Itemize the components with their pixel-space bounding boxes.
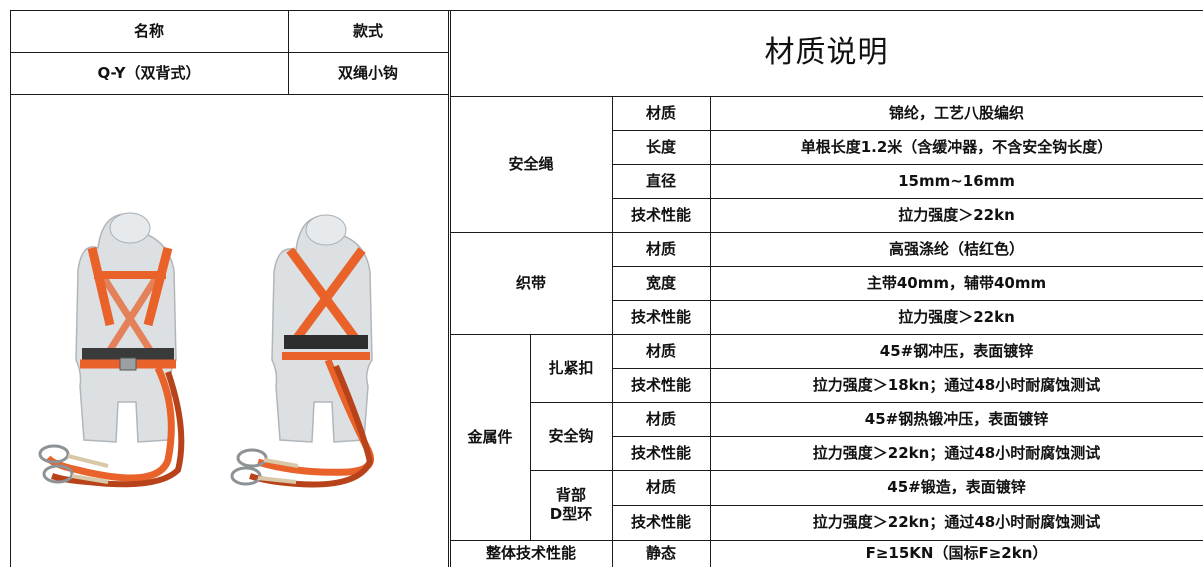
header-style-label: 款式 [352, 21, 383, 40]
subgroup-label-dring: 背部 D型环 [530, 470, 612, 540]
grid-line [10, 10, 1203, 11]
grid-line [612, 164, 1203, 165]
grid-line [612, 368, 1203, 369]
header-style-value: 双绳小钩 [337, 63, 398, 82]
row-value: 拉力强度＞22kn [898, 307, 1015, 326]
row-attr: 宽度 [645, 273, 676, 292]
grid-line [450, 334, 1203, 335]
row-value: 拉力强度＞22kn；通过48小时耐腐蚀测试 [812, 443, 1101, 462]
header-name-label: 名称 [133, 21, 164, 40]
row-attr: 技术性能 [630, 307, 691, 326]
row-attr: 材质 [645, 103, 676, 122]
grid-line [448, 10, 449, 567]
grid-line [450, 232, 1203, 233]
row-attr: 技术性能 [630, 205, 691, 224]
grid-line [450, 10, 451, 567]
subgroup-label-dring-line1: 背部 [555, 486, 586, 504]
grid-line [10, 94, 448, 95]
grid-line [612, 505, 1203, 506]
row-attr: 技术性能 [630, 375, 691, 394]
row-value: 拉力强度＞22kn [898, 205, 1015, 224]
grid-line [710, 96, 711, 567]
row-attr: 材质 [645, 478, 676, 496]
row-attr: 静态 [645, 544, 676, 562]
grid-line [530, 334, 531, 540]
row-value: 锦纶，工艺八股编织 [888, 103, 1024, 122]
grid-line [450, 96, 1203, 97]
row-value: 高强涤纶（桔红色） [888, 239, 1024, 258]
group-label-overall: 整体技术性能 [485, 544, 576, 562]
row-value: 45#钢热锻冲压，表面镀锌 [864, 409, 1049, 428]
row-attr: 技术性能 [630, 443, 691, 462]
grid-line [612, 198, 1203, 199]
row-attr: 材质 [645, 409, 676, 428]
harness-front-view [38, 212, 185, 488]
harness-back-view [230, 214, 374, 488]
grid-line [10, 52, 448, 53]
row-value: 拉力强度＞22kn；通过48小时耐腐蚀测试 [812, 513, 1101, 531]
group-label-rope: 安全绳 [508, 154, 554, 173]
subgroup-label-buckle: 扎紧扣 [548, 358, 594, 377]
grid-line [612, 96, 613, 567]
row-value: 单根长度1.2米（含缓冲器，不含安全钩长度） [800, 137, 1113, 156]
row-value: 主带40mm，辅带40mm [866, 273, 1047, 292]
group-label-webbing: 织带 [515, 273, 546, 292]
page-title: 材质说明 [764, 34, 889, 70]
grid-line [612, 266, 1203, 267]
row-value: 45#钢冲压，表面镀锌 [879, 341, 1034, 360]
grid-line [612, 300, 1203, 301]
grid-line [450, 540, 1203, 541]
row-value: 15mm~16mm [898, 171, 1015, 190]
subgroup-label-dring-line2: D型环 [549, 505, 593, 523]
subgroup-label-hook: 安全钩 [548, 426, 594, 445]
grid-line [530, 402, 1203, 403]
row-attr: 直径 [645, 171, 676, 190]
grid-line [288, 10, 289, 94]
row-attr: 技术性能 [630, 513, 691, 531]
grid-line [530, 470, 1203, 471]
row-value: 45#锻造，表面镀锌 [887, 478, 1026, 496]
grid-line [612, 436, 1203, 437]
grid-line [10, 10, 11, 567]
header-name-value: Q-Y（双背式） [97, 63, 201, 82]
grid-line [612, 130, 1203, 131]
harness-product-photo [38, 212, 374, 488]
group-label-metal: 金属件 [467, 427, 513, 446]
row-attr: 长度 [645, 137, 676, 156]
row-value: 拉力强度＞18kn；通过48小时耐腐蚀测试 [812, 375, 1101, 394]
row-value: F≥15KN（国标F≥2kn） [865, 544, 1048, 562]
row-attr: 材质 [645, 341, 676, 360]
row-attr: 材质 [645, 239, 676, 258]
